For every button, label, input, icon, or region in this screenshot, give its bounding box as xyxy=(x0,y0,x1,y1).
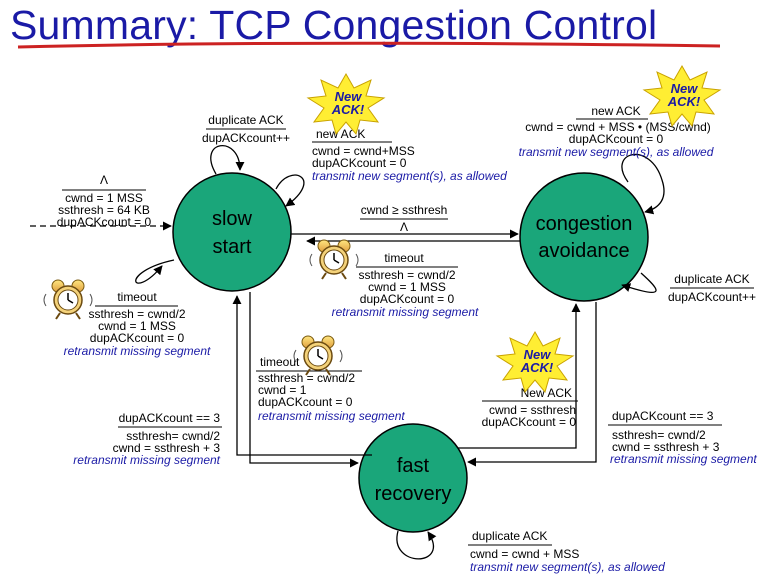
event-text: dupACKcount == 3 xyxy=(119,411,221,425)
action-text: cwnd = 1 MSS xyxy=(368,280,446,294)
state-label-line2: start xyxy=(213,236,252,258)
event-text: dupACKcount == 3 xyxy=(612,409,714,423)
label-ca-timeout: timeout ssthresh = cwnd/2 cwnd = 1 MSS d… xyxy=(332,251,479,319)
alarm-clock-icon xyxy=(43,279,93,320)
note-text: retransmit missing segment xyxy=(258,409,405,423)
burst-text: New xyxy=(671,81,699,96)
label-ss-timeout: timeout ssthresh = cwnd/2 cwnd = 1 MSS d… xyxy=(64,290,211,358)
state-label-line2: avoidance xyxy=(538,240,629,262)
event-text: duplicate ACK xyxy=(674,272,749,286)
arrow-ca-dup-loop xyxy=(621,272,657,293)
label-fr-timeout: timeout ssthresh = cwnd/2 cwnd = 1 dupAC… xyxy=(256,355,405,423)
event-text: new ACK xyxy=(591,104,640,118)
action-text: dupACKcount = 0 xyxy=(312,156,407,170)
burst-text: New xyxy=(335,89,363,104)
note-text: transmit new segment(s), as allowed xyxy=(519,145,714,159)
label-ca-newack: new ACK cwnd = cwnd + MSS • (MSS/cwnd) d… xyxy=(519,104,714,159)
arrow-ss-timeout-loop xyxy=(135,259,175,284)
new-ack-burst-ca: New ACK! xyxy=(642,64,722,128)
label-ss-dup: duplicate ACK dupACKcount++ xyxy=(202,113,290,145)
state-fast-recovery: fast recovery xyxy=(358,423,468,533)
action-text: cwnd = 1 xyxy=(258,383,307,397)
label-ss-to-fr: dupACKcount == 3 ssthresh= cwnd/2 cwnd =… xyxy=(73,411,222,467)
action-text: dupACKcount = 0 xyxy=(90,331,185,345)
page-title: Summary: TCP Congestion Control xyxy=(10,2,658,48)
note-text: retransmit missing segment xyxy=(332,305,479,319)
label-ca-to-fr: dupACKcount == 3 ssthresh= cwnd/2 cwnd =… xyxy=(608,409,757,466)
note-text: transmit new segment(s), as allowed xyxy=(312,169,507,183)
action-text: cwnd = 1 MSS xyxy=(98,319,176,333)
arrow-fr-to-ss xyxy=(232,295,372,456)
event-text: New ACK xyxy=(521,386,572,400)
label-ss-to-ca: cwnd ≥ ssthresh Λ xyxy=(360,203,448,234)
burst-text: ACK! xyxy=(331,102,365,117)
event-text: timeout xyxy=(384,251,424,265)
action-text: dupACKcount++ xyxy=(202,131,290,145)
arrow-ss-dup-loop xyxy=(210,144,245,175)
event-text: duplicate ACK xyxy=(208,113,283,127)
action-text: ssthresh= cwnd/2 xyxy=(612,428,706,442)
action-text: dupACKcount = 0 xyxy=(360,292,455,306)
state-label-line1: slow xyxy=(212,208,253,230)
state-slow-start: slow start xyxy=(172,172,292,292)
arrow-ca-newack-loop xyxy=(621,153,665,215)
action-text: dupACKcount = 0 xyxy=(569,132,664,146)
action-text: cwnd = ssthresh + 3 xyxy=(113,441,221,455)
event-text: Λ xyxy=(100,173,108,187)
action-text: cwnd = cwnd + MSS xyxy=(470,547,579,561)
alarm-clock-icon xyxy=(293,335,343,376)
action-text: cwnd = cwnd+MSS xyxy=(312,144,415,158)
note-text: retransmit missing segment xyxy=(610,452,757,466)
state-label-line1: fast xyxy=(397,455,430,477)
action-text: cwnd = 1 MSS xyxy=(65,191,143,205)
new-ack-burst-fr: New ACK! xyxy=(495,330,575,394)
event-text: cwnd ≥ ssthresh xyxy=(361,203,448,217)
label-ca-dup: duplicate ACK dupACKcount++ xyxy=(668,272,756,304)
arrow-ss-newack-loop xyxy=(275,174,305,207)
action-text: ssthresh= cwnd/2 xyxy=(126,429,220,443)
label-init: Λ cwnd = 1 MSS ssthresh = 64 KB dupACKco… xyxy=(57,173,152,229)
arrow-fr-dup-loop xyxy=(396,530,437,560)
action-text: Λ xyxy=(400,220,408,234)
alarm-clock-icon xyxy=(309,239,359,280)
action-text: dupACKcount = 0 xyxy=(258,395,353,409)
note-text: retransmit missing segment xyxy=(73,453,220,467)
arrow-ss-to-fr xyxy=(249,292,359,468)
arrow-fr-to-ca xyxy=(458,303,581,449)
label-fr-to-ca: New ACK cwnd = ssthresh dupACKcount = 0 xyxy=(482,386,578,429)
action-text: cwnd = ssthresh xyxy=(489,403,576,417)
burst-text: New xyxy=(524,347,552,362)
title-underline xyxy=(17,41,721,49)
action-text: dupACKcount = 0 xyxy=(57,215,152,229)
state-label-line2: recovery xyxy=(375,483,452,505)
state-congestion-avoidance: congestion avoidance xyxy=(519,172,649,302)
action-text: dupACKcount++ xyxy=(668,290,756,304)
action-text: cwnd = cwnd + MSS • (MSS/cwnd) xyxy=(525,120,711,134)
burst-text: ACK! xyxy=(520,360,554,375)
note-text: retransmit missing segment xyxy=(64,344,211,358)
label-ss-newack: new ACK cwnd = cwnd+MSS dupACKcount = 0 … xyxy=(312,127,507,183)
arrow-ca-to-fr xyxy=(467,302,597,467)
event-text: duplicate ACK xyxy=(472,529,547,543)
note-text: transmit new segment(s), as allowed xyxy=(470,560,665,574)
burst-text: ACK! xyxy=(667,94,701,109)
label-fr-dup: duplicate ACK cwnd = cwnd + MSS transmit… xyxy=(468,529,665,574)
state-label-line1: congestion xyxy=(536,213,633,235)
event-text: timeout xyxy=(260,355,300,369)
action-text: cwnd = ssthresh + 3 xyxy=(612,440,720,454)
action-text: ssthresh = cwnd/2 xyxy=(258,371,355,385)
new-ack-burst-ss: New ACK! xyxy=(306,72,386,136)
action-text: ssthresh = cwnd/2 xyxy=(358,268,455,282)
action-text: dupACKcount = 0 xyxy=(482,415,577,429)
action-text: ssthresh = 64 KB xyxy=(58,203,150,217)
event-text: timeout xyxy=(117,290,157,304)
action-text: ssthresh = cwnd/2 xyxy=(88,307,185,321)
